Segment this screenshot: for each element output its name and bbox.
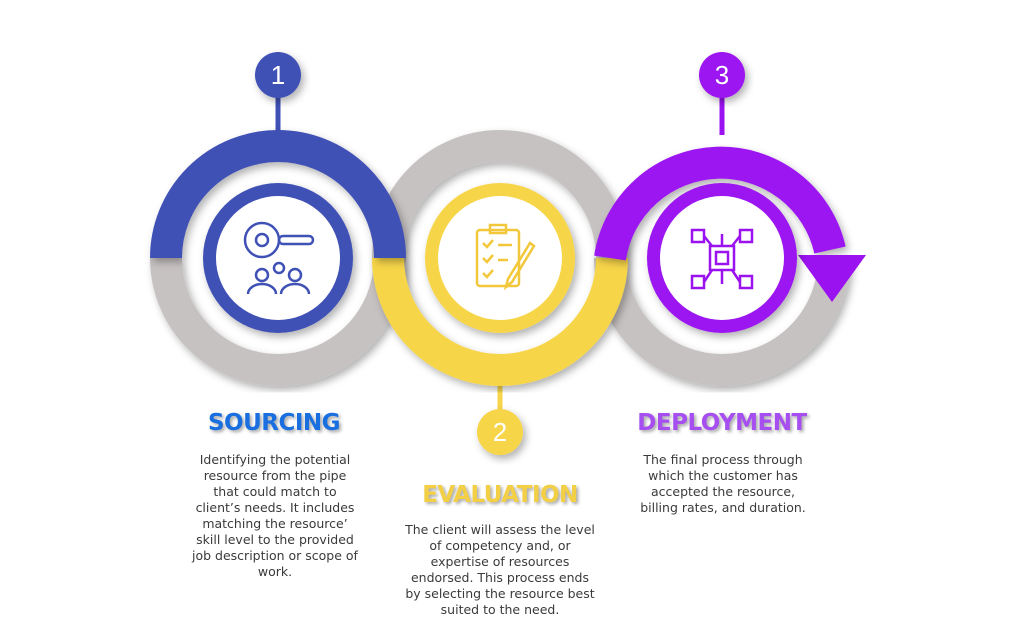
ring-3-bottom	[594, 257, 850, 386]
svg-text:3: 3	[715, 60, 729, 90]
arrowhead-icon	[798, 255, 866, 302]
ring-1-top	[150, 130, 406, 259]
ring-1-bottom	[150, 257, 406, 386]
step-1-badge: 1	[255, 52, 301, 98]
step-3-title: DEPLOYMENT	[637, 410, 807, 436]
clipboard-checklist-icon	[475, 223, 536, 291]
step-1-description: Identifying the potential resource from …	[192, 452, 358, 579]
ring-2-top	[372, 130, 628, 259]
svg-text:1: 1	[271, 60, 285, 90]
step-2-title: EVALUATION	[422, 482, 578, 508]
circuit-network-icon	[690, 228, 754, 290]
svg-text:2: 2	[493, 417, 507, 447]
step-3-description: The final process through which the cust…	[640, 452, 806, 515]
ring-2-bottom	[372, 257, 628, 386]
step-2-badge: 2	[477, 409, 523, 455]
step-1-title: SOURCING	[207, 410, 341, 436]
search-people-icon	[243, 221, 315, 295]
step-3-badge: 3	[699, 52, 745, 98]
step-2-description: The client will assess the level of comp…	[405, 522, 595, 617]
ring-3-top	[594, 146, 846, 261]
